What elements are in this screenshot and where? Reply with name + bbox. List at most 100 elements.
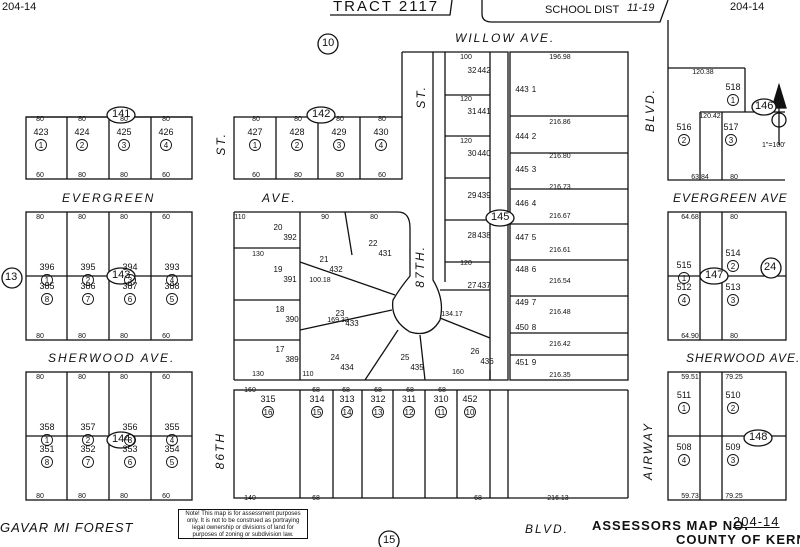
tract-label: TRACT 2117 xyxy=(333,0,440,15)
lot-146-2-number: 517 xyxy=(723,122,738,132)
lot-141-0-number: 423 xyxy=(33,127,48,137)
lot-143-top-1-circled: 2 xyxy=(86,276,91,285)
lot-144-bot-0-number: 351 xyxy=(39,444,54,454)
county-label: COUNTY OF KERN xyxy=(676,532,800,547)
dimension-60: 68 xyxy=(438,387,446,394)
dimension-48: 90 xyxy=(321,214,329,221)
lot-145-west-1-circled: 31 xyxy=(468,107,477,116)
neighbor-24-circle xyxy=(760,257,782,279)
block-number-141: 141 xyxy=(112,108,131,120)
lot-146-0-circle xyxy=(727,94,739,106)
street-86th-top: ST. xyxy=(214,132,228,156)
dimension-73: 59.73 xyxy=(681,493,699,500)
lot-141-1-number: 424 xyxy=(74,127,89,137)
dimension-77: 134.17 xyxy=(441,311,463,318)
dimension-5: 80 xyxy=(78,172,86,179)
lot-144-bot-3-circled: 5 xyxy=(170,458,175,467)
lot-145-west-5-circled: 27 xyxy=(468,281,477,290)
lot-145-east-1-number: 444 xyxy=(515,132,529,141)
lot-143-bot-1-number: 386 xyxy=(80,281,95,291)
lot-147-1-circled: 2 xyxy=(731,262,736,271)
dimension-64: 120.42 xyxy=(699,113,721,120)
lot-148-3-number: 509 xyxy=(725,442,740,452)
dimension-25: 80 xyxy=(78,374,86,381)
lot-south-1-circle xyxy=(311,406,323,418)
dimension-33: 120 xyxy=(460,96,472,103)
lot-141-2-circle xyxy=(118,139,130,151)
lot-141-3-number: 426 xyxy=(158,127,173,137)
lot-148-0-number: 511 xyxy=(677,390,691,400)
lot-144-bot-3-number: 354 xyxy=(164,444,179,454)
dimension-47: 110 xyxy=(234,214,245,221)
lot-143-top-3-number: 393 xyxy=(164,262,179,272)
lot-142-2-number: 429 xyxy=(331,127,346,137)
block-145-south-outline xyxy=(233,389,509,499)
dimension-50: 130 xyxy=(252,251,264,258)
lot-145-east-4-number: 447 xyxy=(515,233,529,242)
dimension-32: 100 xyxy=(460,54,472,61)
dimension-39: 216.73 xyxy=(549,184,571,191)
scale-label: 1"=100' xyxy=(762,142,786,149)
dimension-70: 80 xyxy=(730,333,738,340)
lot-143-top-3-circled: 4 xyxy=(170,276,175,285)
dimension-49: 80 xyxy=(370,214,378,221)
lot-145-east-7-number: 450 xyxy=(515,323,529,332)
dimension-7: 60 xyxy=(162,172,170,179)
lot-court-6-circled: 23 xyxy=(336,309,345,318)
neighbor-15-circle xyxy=(378,530,400,547)
dimension-68: 80 xyxy=(730,214,738,221)
lot-145-west-4-circled: 28 xyxy=(468,231,477,240)
street-blvd-top: BLVD. xyxy=(643,88,657,133)
lot-142-0-circle xyxy=(249,139,261,151)
street-blvd-bottom: BLVD. xyxy=(525,522,570,536)
lot-144-top-2-circle xyxy=(124,434,136,446)
dimension-65: 63.84 xyxy=(691,174,709,181)
lot-144-top-3-number: 355 xyxy=(164,422,179,432)
lot-141-3-circle xyxy=(160,139,172,151)
lot-court-6-number: 433 xyxy=(345,319,359,328)
lot-144-top-0-circle xyxy=(41,434,53,446)
lot-142-3-number: 430 xyxy=(373,127,388,137)
lot-143-bot-0-number: 385 xyxy=(39,281,54,291)
neighbor-map-24: 24 xyxy=(764,261,777,273)
block-146-ellipse xyxy=(751,98,777,116)
neighbor-10-circle xyxy=(317,33,339,55)
lot-147-1-number: 514 xyxy=(725,248,740,258)
street-evergreen-west: EVERGREEN xyxy=(62,191,156,205)
lot-145-west-0-circled: 32 xyxy=(468,66,477,75)
dimension-18: 80 xyxy=(120,214,128,221)
dimension-66: 80 xyxy=(730,174,738,181)
dimension-20: 80 xyxy=(36,333,44,340)
dimension-13: 80 xyxy=(294,172,302,179)
dimension-57: 68 xyxy=(342,387,350,394)
lot-144-bot-1-circle xyxy=(82,456,94,468)
dimension-31: 60 xyxy=(162,493,170,500)
dimension-35: 120 xyxy=(460,260,472,267)
dimension-59: 68 xyxy=(406,387,414,394)
lot-148-2-circle xyxy=(678,454,690,466)
lot-145-east-6-circled: 7 xyxy=(532,298,537,307)
dimension-42: 216.54 xyxy=(549,278,571,285)
lot-court-5-number: 431 xyxy=(378,249,392,258)
lot-court-1-circled: 19 xyxy=(274,265,283,274)
lot-145-west-4-number: 438 xyxy=(477,231,491,240)
dimension-4: 60 xyxy=(36,172,44,179)
lot-court-0-number: 392 xyxy=(283,233,297,242)
lot-143-bot-3-circle xyxy=(166,293,178,305)
lot-144-top-0-number: 358 xyxy=(39,422,54,432)
lot-south-6-circle xyxy=(464,406,476,418)
dimension-56: 68 xyxy=(312,495,320,502)
dimension-9: 80 xyxy=(294,116,302,123)
dimension-19: 60 xyxy=(162,214,170,221)
lot-court-5-circled: 22 xyxy=(369,239,378,248)
street-sherwood-east: SHERWOOD AVE. xyxy=(686,351,800,365)
neighbor-map-15: 15 xyxy=(383,534,396,546)
dimension-24: 80 xyxy=(36,374,44,381)
court-block-top xyxy=(234,211,411,229)
lot-145-east-1-circled: 2 xyxy=(532,132,537,141)
north-arrow-icon xyxy=(771,82,787,145)
lot-court-2-circled: 18 xyxy=(276,305,285,314)
lot-court-7-circled: 24 xyxy=(331,353,340,362)
assessors-map-label: ASSESSORS MAP NO. xyxy=(592,518,749,533)
dimension-10: 80 xyxy=(336,116,344,123)
